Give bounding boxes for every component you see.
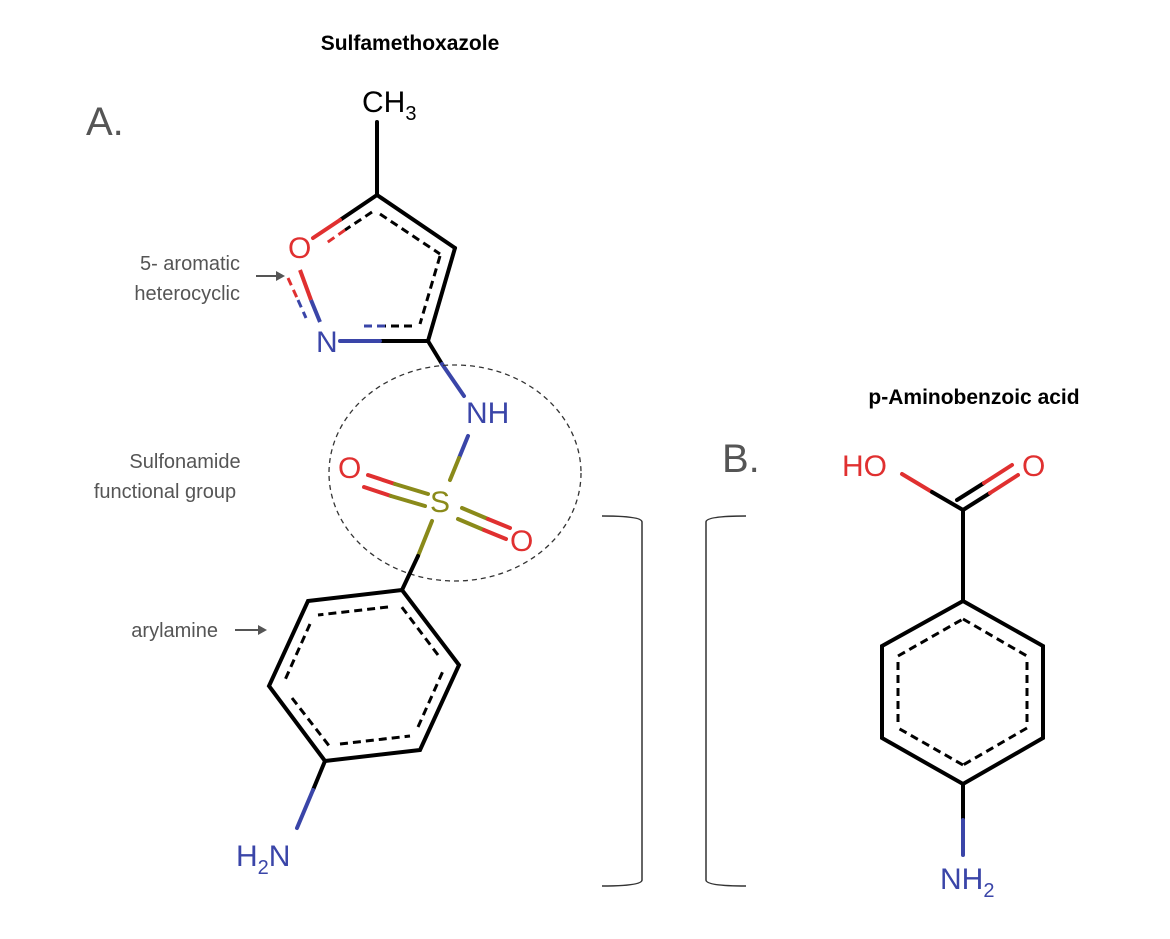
ring-aromatic-o-n-red [286,277,300,301]
sulfonamide-highlight-ellipse [328,364,582,582]
methyl-subscript: 3 [405,103,416,125]
c3-nh-bond [426,339,444,366]
isoxazole-ring: O N [286,193,457,359]
ring-aromatic-o-c5-red [324,228,346,246]
carbonyl-double-bond [955,463,1020,512]
amine-a-n: N [269,840,291,873]
s-o-left-double-bond [362,473,430,508]
amine-label-b: NH2 [940,863,994,902]
panel-a-label: A. [86,100,124,144]
methyl-ch: CH [362,86,405,119]
ring-oxygen-atom: O [288,232,311,265]
carbonyl-oxygen-atom: O [1022,450,1045,483]
ring-bond-c5-c4 [375,193,457,250]
c3-nh-bond-blue [440,362,466,398]
ho-c-bond-red [900,472,934,494]
panel-a-title: Sulfamethoxazole [321,32,500,55]
nh-s-bond-yellow [448,456,461,482]
arylamine-arrow [235,625,267,635]
nh-atom: NH [466,397,509,430]
panel-b-label: B. [722,437,760,481]
ring-nitrogen-atom: N [316,326,338,359]
s-ring-bond-yellow [416,519,434,558]
arylamine-annotation: arylamine [131,620,218,642]
heterocycle-annotation-line1: 5- aromatic [140,253,240,275]
ring-bond-c4-c3 [426,246,457,343]
panel-b: p-Aminobenzoic acid B. HO O [705,386,1080,902]
sulfonyl-oxygen-right: O [510,525,533,558]
nh-s-bond-blue [457,434,470,460]
panel-a: Sulfamethoxazole A. CH3 [86,32,643,887]
methyl-label: CH3 [362,86,416,125]
panel-b-title: p-Aminobenzoic acid [868,386,1079,409]
ring-amine-bond-black [311,759,327,792]
bracket-right-of-a [601,515,643,887]
amine-label-a: H2N [236,840,290,879]
amine-b-nh: NH [940,863,983,896]
amine-b-subscript: 2 [983,880,994,902]
sulfonamide-annotation-line2: functional group [94,481,236,503]
ring-bond-o-c5-red [311,218,342,240]
heterocycle-annotation-line2: heterocyclic [134,283,240,305]
ring-aromatic-o-c5-black [344,210,373,232]
bracket-left-of-b [705,515,747,887]
ring-amine-bond-blue [295,788,315,830]
sulfur-atom: S [430,486,450,519]
amine-a-subscript: 2 [258,857,269,879]
hydroxyl-atom: HO [842,450,887,483]
ring-aromatic-o-n-blue [296,299,308,319]
ring-bond-c5-o [338,193,379,222]
sulfonyl-oxygen-left: O [338,452,361,485]
sulfonamide-annotation-line1: Sulfonamide [129,451,240,473]
s-ring-bond-black [400,554,420,592]
benzene-ring-a [266,587,462,764]
benzene-ring-b [880,598,1045,787]
amine-a-h: H [236,840,258,873]
heterocycle-arrow [256,271,285,281]
ring-aromatic-c4-c3 [418,255,442,325]
ho-c-bond-black [930,490,965,512]
ring-bond-o-n-red [298,269,313,301]
ring-bond-o-n-blue [309,299,322,323]
s-o-right-double-bond [456,506,512,541]
